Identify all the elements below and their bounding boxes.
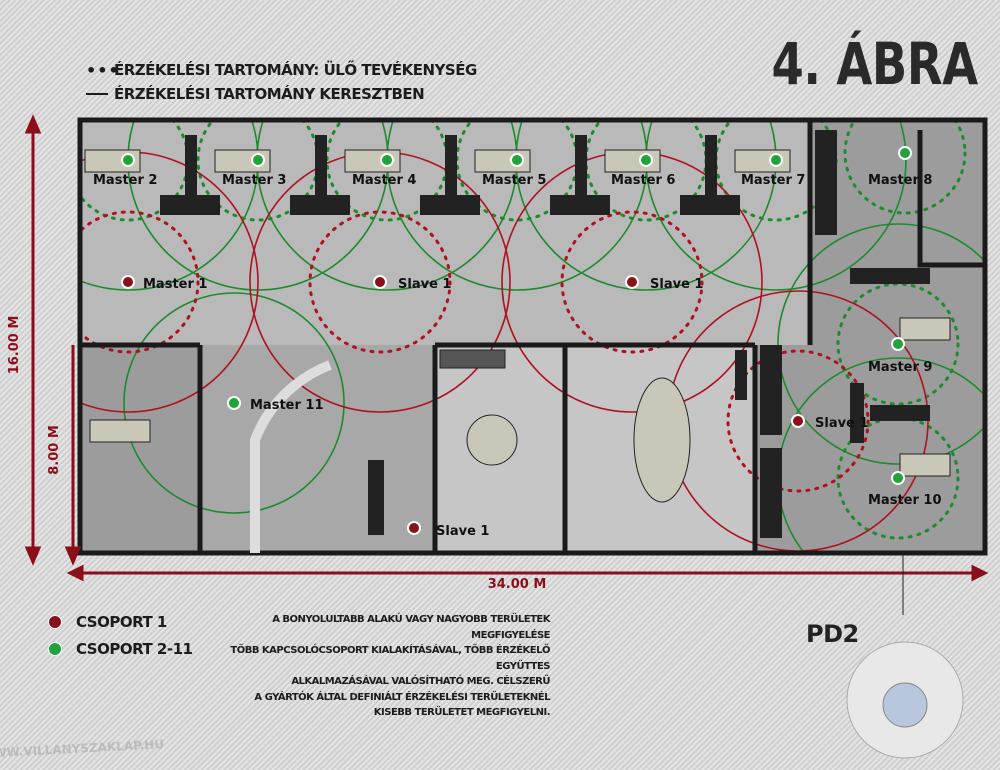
description-line: KISEBB TERÜLETET MEGFIGYELNI. — [373, 707, 551, 718]
sensor-label: Master 3 — [222, 173, 286, 188]
height-label: 16.00 M — [7, 316, 22, 375]
sensor-label: Slave 1 — [398, 277, 451, 292]
sensor-label: Master 11 — [250, 398, 324, 413]
master-sensor-icon — [898, 146, 912, 160]
sensor-label: Master 7 — [741, 173, 805, 188]
sensor-label: Master 10 — [868, 493, 942, 508]
sensor-label: Slave 1 — [815, 416, 868, 431]
legend-solid-label: ÉRZÉKELÉSI TARTOMÁNY KERESZTBEN — [114, 85, 425, 103]
sensor-label: Master 6 — [611, 173, 675, 188]
legend-group2: CSOPORT 2-11 — [48, 635, 193, 662]
master-sensor-icon — [380, 153, 394, 167]
dimension-lines — [24, 114, 989, 582]
description-line: A BONYOLULTABB ALAKÚ VAGY NAGYOBB TERÜLE… — [272, 614, 550, 641]
master-sensor-icon — [227, 396, 241, 410]
width-label: 34.00 M — [488, 577, 547, 592]
master-sensor-icon — [891, 337, 905, 351]
sensor-label: Master 9 — [868, 360, 932, 375]
slave-sensor-icon — [373, 275, 387, 289]
green-dot-icon — [48, 641, 62, 656]
sensors: Master 2 Master 3 Master 4 Master 5 Master 6… — [93, 146, 942, 539]
figure-title: 4. ÁBRA — [771, 30, 979, 98]
description-line: TÖBB KAPCSOLÓCSOPORT KIALAKÍTÁSÁVAL, TÖB… — [230, 645, 550, 672]
legend-group1: CSOPORT 1 — [48, 608, 192, 635]
description: A BONYOLULTABB ALAKÚ VAGY NAGYOBB TERÜLE… — [230, 612, 550, 721]
slave-sensor-icon — [625, 275, 639, 289]
legend-solid: ÉRZÉKELÉSI TARTOMÁNY KERESZTBEN — [86, 82, 477, 106]
slave-sensor-icon — [407, 521, 421, 535]
legend-dotted: •••ÉRZÉKELÉSI TARTOMÁNY: ÜLŐ TEVÉKENYSÉG — [86, 58, 477, 82]
sensor-label: Master 2 — [93, 173, 157, 188]
master-sensor-icon — [639, 153, 653, 167]
dotted-line-icon: ••• — [86, 60, 120, 80]
sensor-label: Slave 1 — [650, 277, 703, 292]
sensor-label: Master 8 — [868, 173, 932, 188]
slave-sensor-icon — [791, 414, 805, 428]
pd2-sensor-picture — [846, 641, 964, 759]
master-sensor-icon — [891, 471, 905, 485]
range-legend: •••ÉRZÉKELÉSI TARTOMÁNY: ÜLŐ TEVÉKENYSÉG… — [86, 58, 477, 106]
legend-dotted-label: ÉRZÉKELÉSI TARTOMÁNY: ÜLŐ TEVÉKENYSÉG — [114, 61, 477, 79]
master-sensor-icon — [251, 153, 265, 167]
legend-group1-label: CSOPORT 1 — [76, 612, 167, 631]
red-dot-icon — [48, 614, 62, 629]
solid-line-icon — [86, 93, 108, 95]
description-line: ALKALMAZÁSÁVAL VALÓSÍTHATÓ MEG. CÉLSZERŰ — [291, 676, 550, 687]
slave-sensor-icon — [121, 275, 135, 289]
description-line: A GYÁRTÓK ÁLTAL DEFINIÁLT ÉRZÉKELÉSI TER… — [254, 691, 550, 703]
master-sensor-icon — [769, 153, 783, 167]
master-sensor-icon — [510, 153, 524, 167]
sensor-label: Master 1 — [143, 277, 207, 292]
group-legend: CSOPORT 1 CSOPORT 2-11 — [48, 608, 193, 662]
sensor-label: Slave 1 — [436, 524, 489, 539]
half-height-label: 8.00 M — [47, 425, 62, 475]
sensor-label: Master 4 — [352, 173, 416, 188]
legend-group2-label: CSOPORT 2-11 — [76, 639, 193, 658]
master-sensor-icon — [121, 153, 135, 167]
product-name: PD2 — [806, 620, 859, 648]
sensor-label: Master 5 — [482, 173, 546, 188]
walls — [77, 117, 988, 556]
